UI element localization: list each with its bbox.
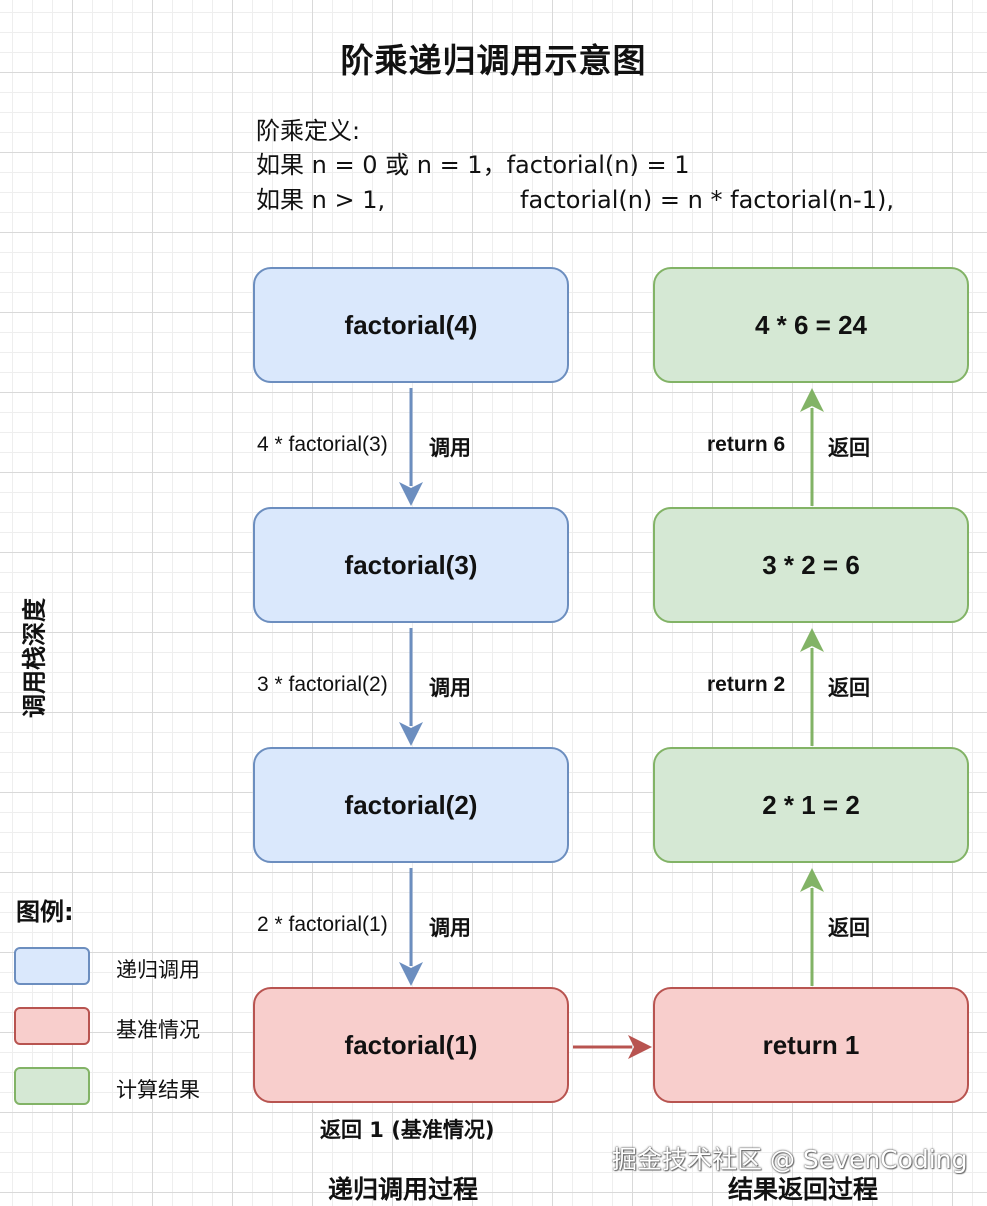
call-edge-tag-1: 调用 xyxy=(429,436,471,460)
call-edge-tag-2: 调用 xyxy=(429,676,471,700)
base-to-result-arrow xyxy=(573,1035,652,1059)
footer-result-return-process: 结果返回过程 xyxy=(728,1175,879,1204)
return-edge-tag-3: 返回 xyxy=(828,916,870,940)
call-stack-depth-label: 调用栈深度 xyxy=(12,578,52,738)
diagram-title: 阶乘递归调用示意图 xyxy=(340,41,647,80)
definition-line-3-condition: 如果 n > 1, xyxy=(256,186,386,214)
call-edge-tag-3: 调用 xyxy=(429,916,471,940)
legend-label-base-case: 基准情况 xyxy=(116,1018,200,1042)
call-arrow-1 xyxy=(399,388,423,506)
call-stack-depth-text: 调用栈深度 xyxy=(20,598,49,718)
legend-label-computed-result: 计算结果 xyxy=(116,1078,200,1102)
call-arrow-2 xyxy=(399,628,423,746)
call-box-factorial-4: factorial(4) xyxy=(253,267,569,383)
result-box-24: 4 * 6 = 24 xyxy=(653,267,969,383)
result-box-return-1: return 1 xyxy=(653,987,969,1103)
return-edge-tag-2: 返回 xyxy=(828,676,870,700)
call-box-factorial-3: factorial(3) xyxy=(253,507,569,623)
return-arrow-3 xyxy=(800,388,824,506)
base-case-box-factorial-1: factorial(1) xyxy=(253,987,569,1103)
legend-swatch-recursive-call xyxy=(14,947,90,985)
call-edge-expr-1: 4 * factorial(3) xyxy=(257,433,388,456)
watermark: 掘金技术社区 @ SevenCoding xyxy=(612,1145,968,1174)
return-edge-value-2: return 2 xyxy=(707,673,786,696)
return-arrow-1 xyxy=(800,868,824,986)
call-arrow-3 xyxy=(399,868,423,986)
return-arrow-2 xyxy=(800,628,824,746)
definition-line-2: 如果 n = 0 或 n = 1，factorial(n) = 1 xyxy=(256,151,690,179)
definition-line-1: 阶乘定义: xyxy=(256,117,361,145)
legend-title: 图例: xyxy=(16,898,74,926)
return-edge-value-1: return 6 xyxy=(707,433,786,456)
result-box-2: 2 * 1 = 2 xyxy=(653,747,969,863)
result-box-6: 3 * 2 = 6 xyxy=(653,507,969,623)
call-edge-expr-2: 3 * factorial(2) xyxy=(257,673,388,696)
return-edge-tag-1: 返回 xyxy=(828,436,870,460)
base-case-note: 返回 1 (基准情况) xyxy=(320,1118,495,1142)
footer-recursive-call-process: 递归调用过程 xyxy=(328,1175,479,1204)
definition-line-3-formula: factorial(n) = n * factorial(n-1), xyxy=(520,186,894,214)
call-box-factorial-2: factorial(2) xyxy=(253,747,569,863)
legend-swatch-base-case xyxy=(14,1007,90,1045)
legend-swatch-computed-result xyxy=(14,1067,90,1105)
call-edge-expr-3: 2 * factorial(1) xyxy=(257,913,388,936)
legend-label-recursive-call: 递归调用 xyxy=(116,958,200,982)
